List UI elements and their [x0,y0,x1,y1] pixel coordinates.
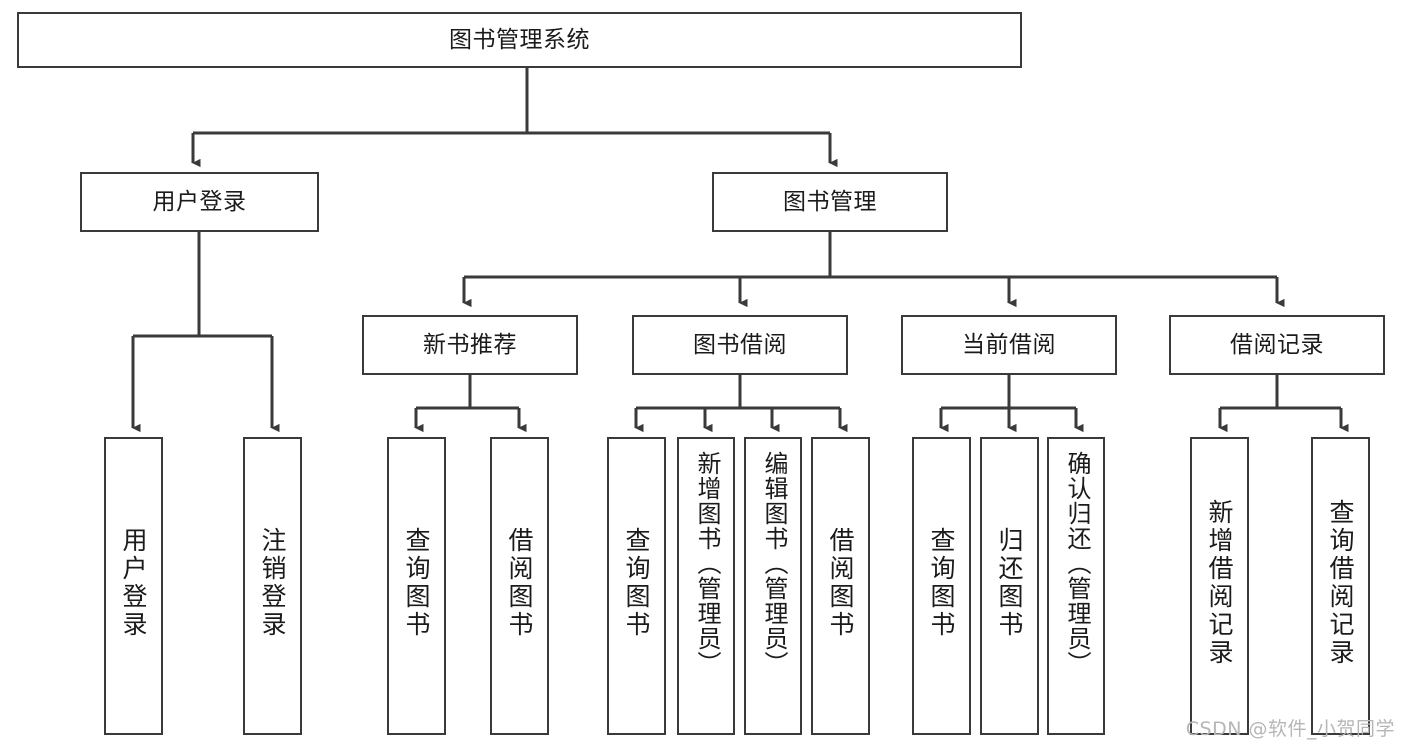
node-leaf-query-record[interactable]: 查询借阅记录 [1311,437,1370,735]
node-book-management[interactable]: 图书管理 [712,172,948,232]
node-leaf-borrow-book-2-label: 借阅图书 [826,527,855,639]
node-user-login[interactable]: 用户登录 [80,172,319,232]
node-leaf-edit-book[interactable]: 编辑图书（管理员） [744,437,802,735]
node-leaf-add-book-label: 新增图书（管理员） [692,451,721,676]
node-leaf-edit-book-label: 编辑图书（管理员） [759,451,788,676]
node-new-book-recommend[interactable]: 新书推荐 [362,315,578,375]
node-leaf-return-book-label: 归还图书 [995,527,1024,639]
node-leaf-query-book-2-label: 查询图书 [622,527,651,639]
node-leaf-borrow-book-1[interactable]: 借阅图书 [490,437,549,735]
watermark-text: CSDN @软件_小贺同学 [1185,718,1395,740]
node-leaf-user-login[interactable]: 用户登录 [104,437,163,735]
node-leaf-user-login-label: 用户登录 [119,527,148,639]
node-book-borrow-label: 图书借阅 [693,331,787,358]
node-current-borrow[interactable]: 当前借阅 [901,315,1117,375]
node-leaf-confirm-return-label: 确认归还（管理员） [1062,451,1091,676]
node-leaf-add-record-label: 新增借阅记录 [1205,499,1234,667]
node-leaf-confirm-return[interactable]: 确认归还（管理员） [1047,437,1105,735]
node-user-login-label: 用户登录 [152,188,247,215]
node-leaf-borrow-book-1-label: 借阅图书 [505,527,534,639]
node-leaf-query-book-1-label: 查询图书 [402,527,431,639]
node-root[interactable]: 图书管理系统 [17,12,1022,68]
node-leaf-query-book-1[interactable]: 查询图书 [387,437,446,735]
node-leaf-logout-login-label: 注销登录 [258,527,287,639]
node-leaf-borrow-book-2[interactable]: 借阅图书 [811,437,870,735]
node-leaf-add-book[interactable]: 新增图书（管理员） [677,437,735,735]
node-leaf-query-book-2[interactable]: 查询图书 [607,437,666,735]
node-book-borrow[interactable]: 图书借阅 [632,315,848,375]
node-leaf-query-book-3-label: 查询图书 [927,527,956,639]
node-book-management-label: 图书管理 [783,188,877,215]
node-leaf-query-record-label: 查询借阅记录 [1326,499,1355,667]
node-root-label: 图书管理系统 [449,26,590,53]
node-leaf-add-record[interactable]: 新增借阅记录 [1190,437,1249,735]
node-new-book-recommend-label: 新书推荐 [423,331,517,358]
node-borrow-record-label: 借阅记录 [1230,331,1324,358]
node-current-borrow-label: 当前借阅 [962,331,1056,358]
node-borrow-record[interactable]: 借阅记录 [1169,315,1385,375]
node-leaf-return-book[interactable]: 归还图书 [980,437,1039,735]
node-leaf-query-book-3[interactable]: 查询图书 [912,437,971,735]
node-leaf-logout-login[interactable]: 注销登录 [243,437,302,735]
